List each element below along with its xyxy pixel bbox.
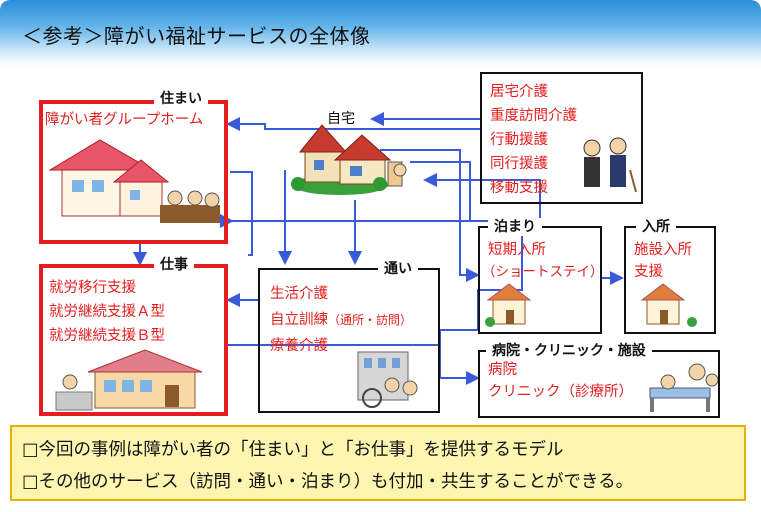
work-title: 仕事: [154, 256, 194, 274]
header-banner: ＜参考＞障がい福祉サービスの全体像: [0, 0, 761, 66]
work-box: 就労移行支援 就労継続支援Ａ型 就労継続支援Ｂ型: [39, 264, 228, 416]
hospital-title: 病院・クリニック・施設: [486, 342, 652, 360]
visit-services-box: 居宅介護 重度訪問介護 行動援護 同行援護 移動支援: [480, 72, 643, 204]
day-facility-illustration: [357, 351, 418, 408]
page-title: ＜参考＞障がい福祉サービスの全体像: [22, 24, 371, 48]
housing-title: 住まい: [154, 90, 208, 108]
stay-item-short-term: 短期入所: [488, 242, 546, 258]
visit-item-behavior: 行動援護: [490, 132, 548, 148]
summary-note-2: □その他のサービス（訪問・通い・泊まり）も付加・共生することができる。: [22, 472, 634, 492]
visit-item-mobility: 移動支援: [490, 180, 548, 196]
admission-box: 施設入所 支援: [624, 226, 716, 334]
hospital-item-clinic: クリニック（診療所）: [488, 384, 633, 400]
housing-box: 障がい者グループホーム: [39, 100, 228, 244]
commute-box: 生活介護 自立訓練（通所・訪問） 療養介護: [258, 268, 440, 413]
workplace-illustration: [55, 349, 203, 411]
work-item-transition: 就労移行支援: [49, 280, 136, 296]
admission-title: 入所: [636, 218, 676, 236]
work-item-type-a: 就労継続支援Ａ型: [49, 304, 165, 320]
hospital-illustration: [649, 363, 719, 412]
admission-item-facility: 施設入所: [634, 242, 692, 258]
visit-item-home-care: 居宅介護: [490, 84, 548, 100]
summary-note-1: □今回の事例は障がい者の「住まい」と「お仕事」を提供するモデル: [22, 440, 564, 460]
commute-title: 通い: [378, 260, 418, 278]
admission-item-support: 支援: [634, 264, 663, 280]
group-home-illustration: [48, 139, 220, 223]
commute-item-training-sub: （通所・訪問）: [328, 313, 413, 327]
visit-item-accompany: 同行援護: [490, 156, 548, 172]
home-label: 自宅: [327, 111, 355, 127]
commute-item-training: 自立訓練（通所・訪問）: [270, 308, 412, 332]
stay-box: 短期入所 （ショートステイ）: [478, 226, 604, 334]
hospital-box: 病院 クリニック（診療所）: [478, 350, 720, 418]
commute-item-medical-care: 療養介護: [270, 338, 328, 354]
visit-item-severe-visit: 重度訪問介護: [490, 108, 577, 124]
summary-note-box: □今回の事例は障がい者の「住まい」と「お仕事」を提供するモデル □その他のサービ…: [10, 425, 746, 501]
commute-item-living-care: 生活介護: [270, 286, 328, 302]
caregivers-illustration: [583, 137, 637, 193]
short-stay-illustration: [485, 283, 532, 327]
admission-house-illustration: [640, 283, 697, 327]
commute-item-training-label: 自立訓練: [270, 312, 328, 328]
work-item-type-b: 就労継続支援Ｂ型: [49, 328, 165, 344]
housing-item-group-home: 障がい者グループホーム: [45, 112, 204, 128]
stay-item-short-stay: （ショートステイ）: [482, 264, 604, 280]
stay-title: 泊まり: [488, 218, 542, 236]
home-house-illustration: [291, 124, 407, 195]
hospital-item-hospital: 病院: [488, 362, 517, 378]
